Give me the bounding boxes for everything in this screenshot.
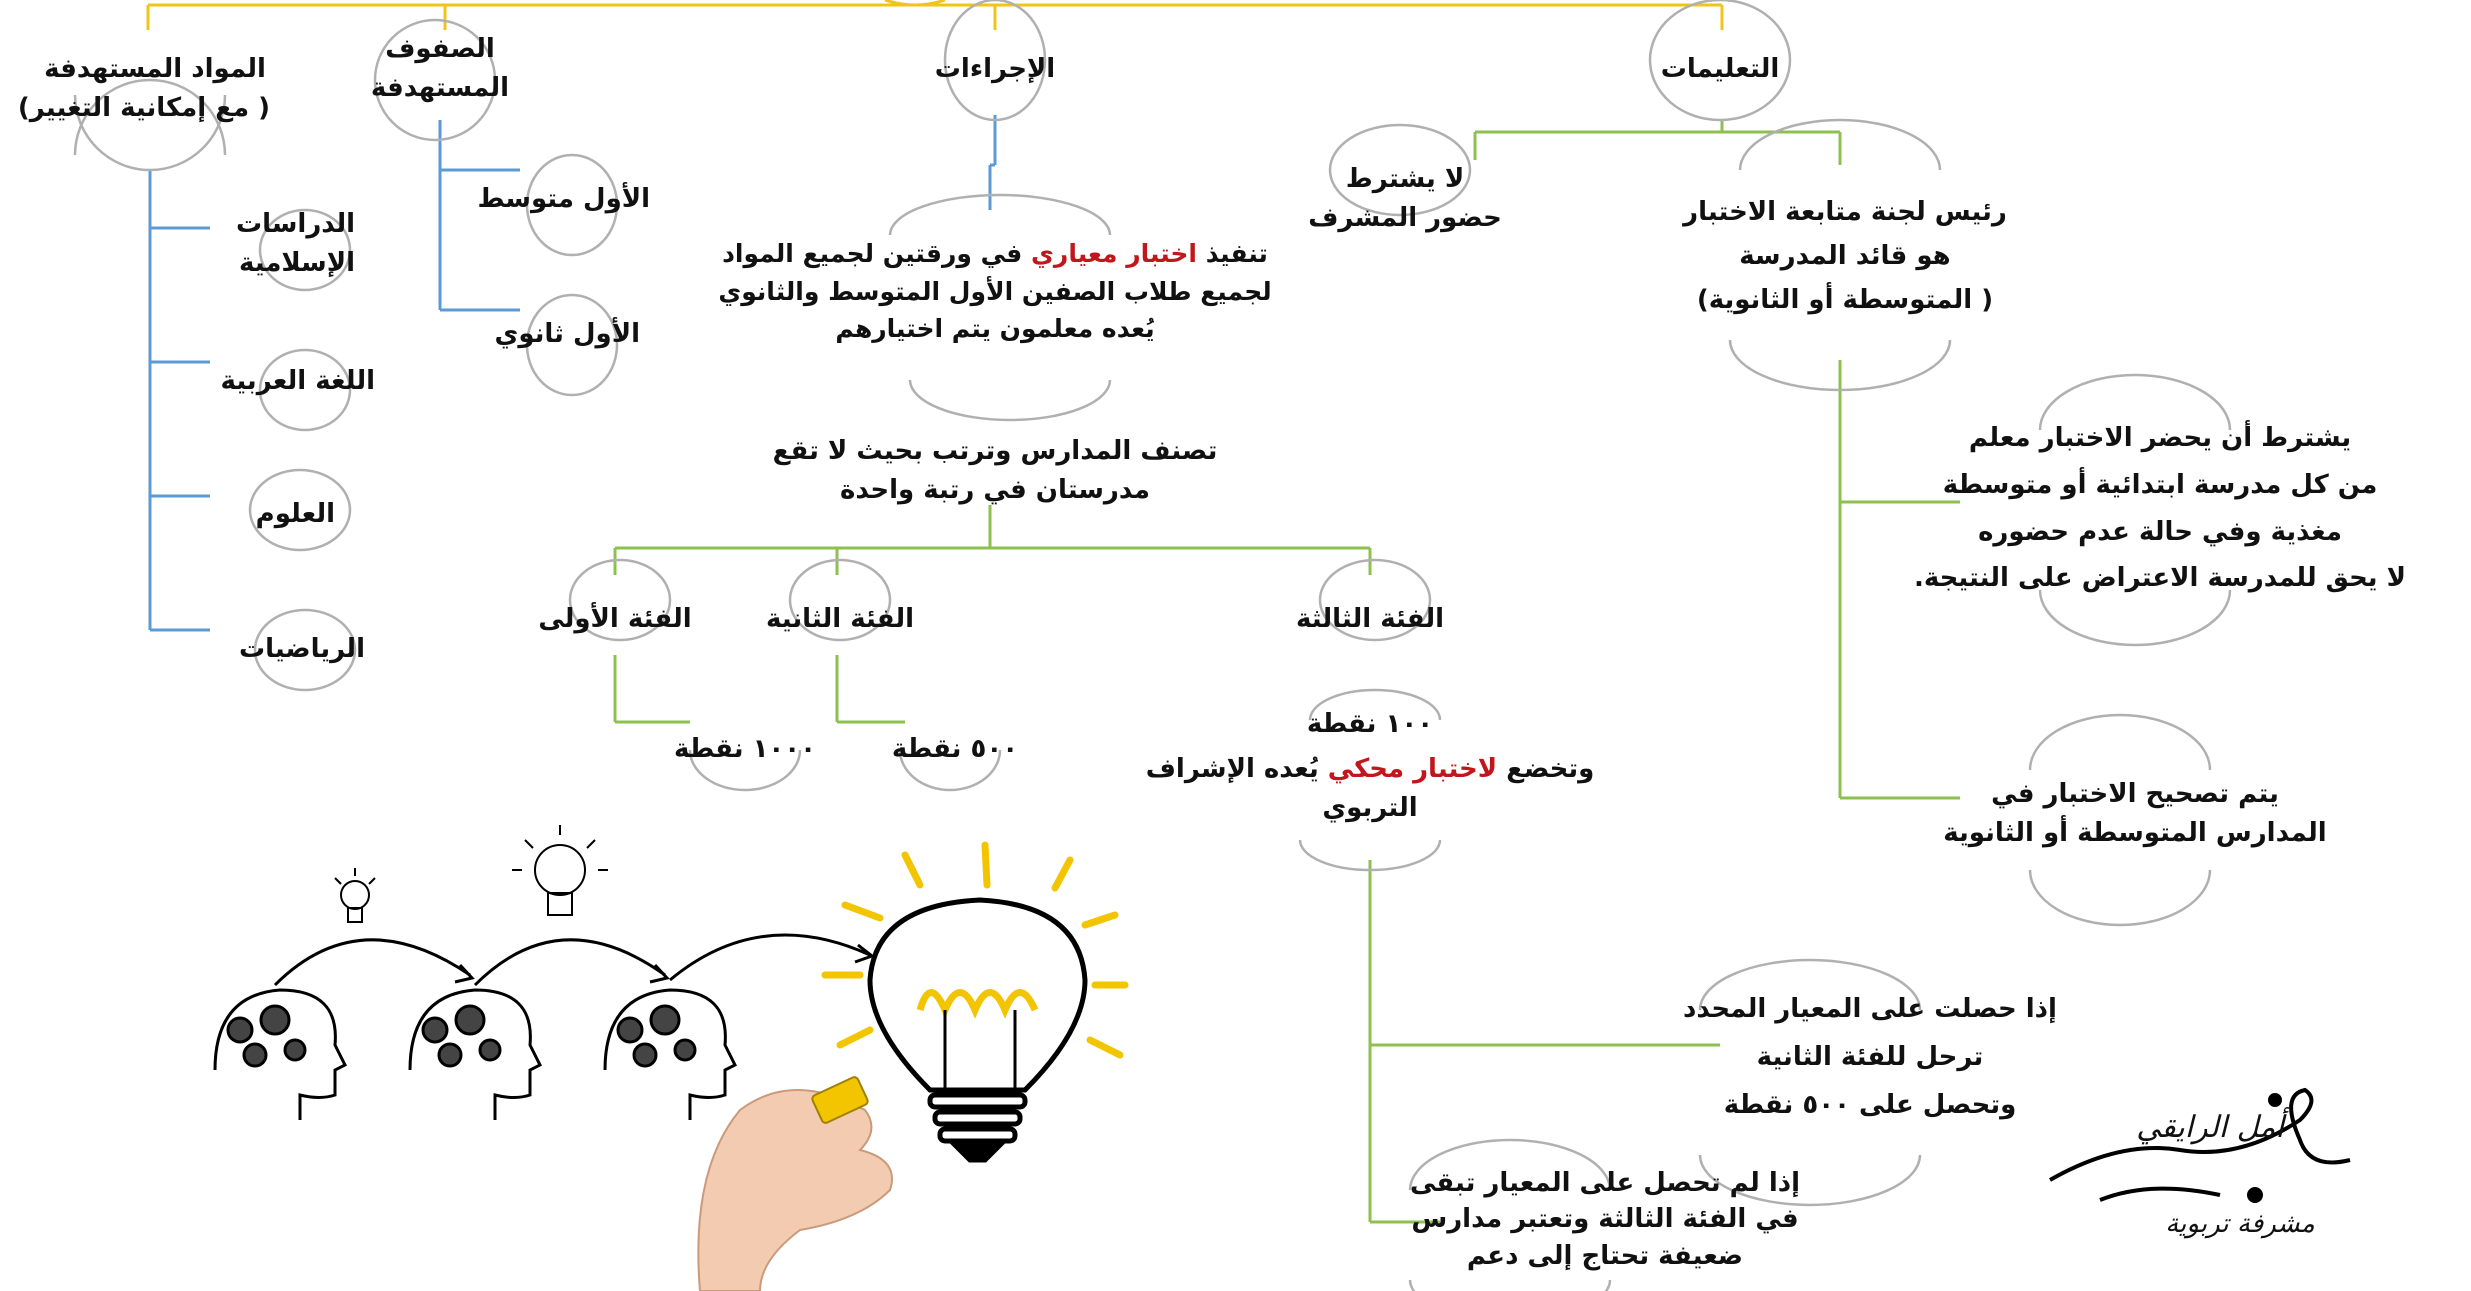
criterion-exam-highlight: لاختبار محكي (1327, 754, 1498, 784)
materials-subtitle: ( مع إمكانية التغيير) (17, 93, 270, 123)
bulb-rays (821, 841, 1129, 1059)
signature-scribble (2049, 1087, 2351, 1203)
procedure-standard-exam: تنفيذ اختبار معياري في ورقتين لجميع المو… (690, 235, 1300, 348)
grades-title-line2: المستهدفة (370, 73, 510, 103)
procedures-branch-lines (988, 115, 997, 210)
grade-first-middle: الأول متوسط (477, 184, 650, 214)
material-math: الرياضيات (238, 634, 365, 664)
grades-branch-lines (438, 120, 520, 312)
signature-role: مشرفة تربوية (2165, 1209, 2315, 1239)
hand-with-marker (697, 1076, 893, 1291)
grades-title-line1: الصفوف (385, 34, 495, 64)
grade-first-secondary: الأول ثانوي (494, 319, 640, 349)
materials-branch-lines (148, 170, 210, 632)
materials-title: المواد المستهدفة ( مع إمكانية التغيير) (17, 50, 270, 128)
procedure-exec-line1: تنفيذ اختبار معياري في ورقتين لجميع المو… (722, 239, 1268, 268)
category-first-name: الفئة الأولى (538, 604, 692, 634)
large-bulb-icon (867, 897, 1088, 1163)
material-islamic-studies: الدراسات الإسلامية (235, 209, 355, 278)
procedure-classification: تصنف المدارس وترتب بحيث لا تقع مدرستان ف… (772, 436, 1218, 505)
head-1 (213, 988, 348, 1120)
top-connector (146, 0, 1724, 30)
category-third-name: الفئة الثالثة (1295, 604, 1444, 634)
small-bulb-icon (334, 868, 376, 923)
category-second-points: ٥٠٠ نقطة (891, 734, 1019, 764)
category-third-note: وتخضع لاختبار محكي يُعده الإشراف التربوي (1145, 754, 1595, 823)
signature-name: أمل الرايقي (2136, 1110, 2284, 1145)
instructions-branch-lines (1473, 120, 1960, 800)
instruction-committee-head: رئيس لجنة متابعة الاختبار هو قائد المدرس… (1683, 197, 2007, 316)
standard-exam-highlight: اختبار معياري (1031, 239, 1197, 268)
idea-illustration (213, 825, 1129, 1291)
medium-bulb-icon (512, 825, 608, 916)
material-arabic: اللغة العربية (220, 366, 375, 396)
category-third-points: ١٠٠ نقطة (1306, 709, 1434, 739)
instruction-correction: يتم تصحيح الاختبار في المدارس المتوسطة أ… (1943, 779, 2327, 848)
procedures-title: الإجراءات (934, 54, 1056, 84)
decorative-arcs (73, 0, 2232, 1291)
category-first-points: ١٠٠٠ نقطة (673, 734, 817, 764)
category-second-name: الفئة الثانية (765, 604, 914, 634)
instruction-feeder-teacher: يشترط أن يحضر الاختبار معلم من كل مدرسة … (1914, 423, 2406, 594)
instructions-title: التعليمات (1660, 54, 1780, 84)
grades-title: الصفوف المستهدفة (355, 30, 525, 108)
outcome-fail: إذا لم تحصل على المعيار تبقى في الفئة ال… (1409, 1168, 1801, 1271)
instruction-no-supervisor: لا يشترط حضور المشرف (1308, 164, 1502, 233)
material-science: العلوم (255, 499, 335, 529)
head-3 (603, 988, 738, 1120)
head-2 (408, 988, 543, 1120)
categories-branch-lines (613, 505, 1720, 1224)
materials-title-text: المواد المستهدفة (44, 54, 266, 84)
outcome-pass: إذا حصلت على المعيار المحدد ترحل للفئة ا… (1683, 994, 2057, 1121)
